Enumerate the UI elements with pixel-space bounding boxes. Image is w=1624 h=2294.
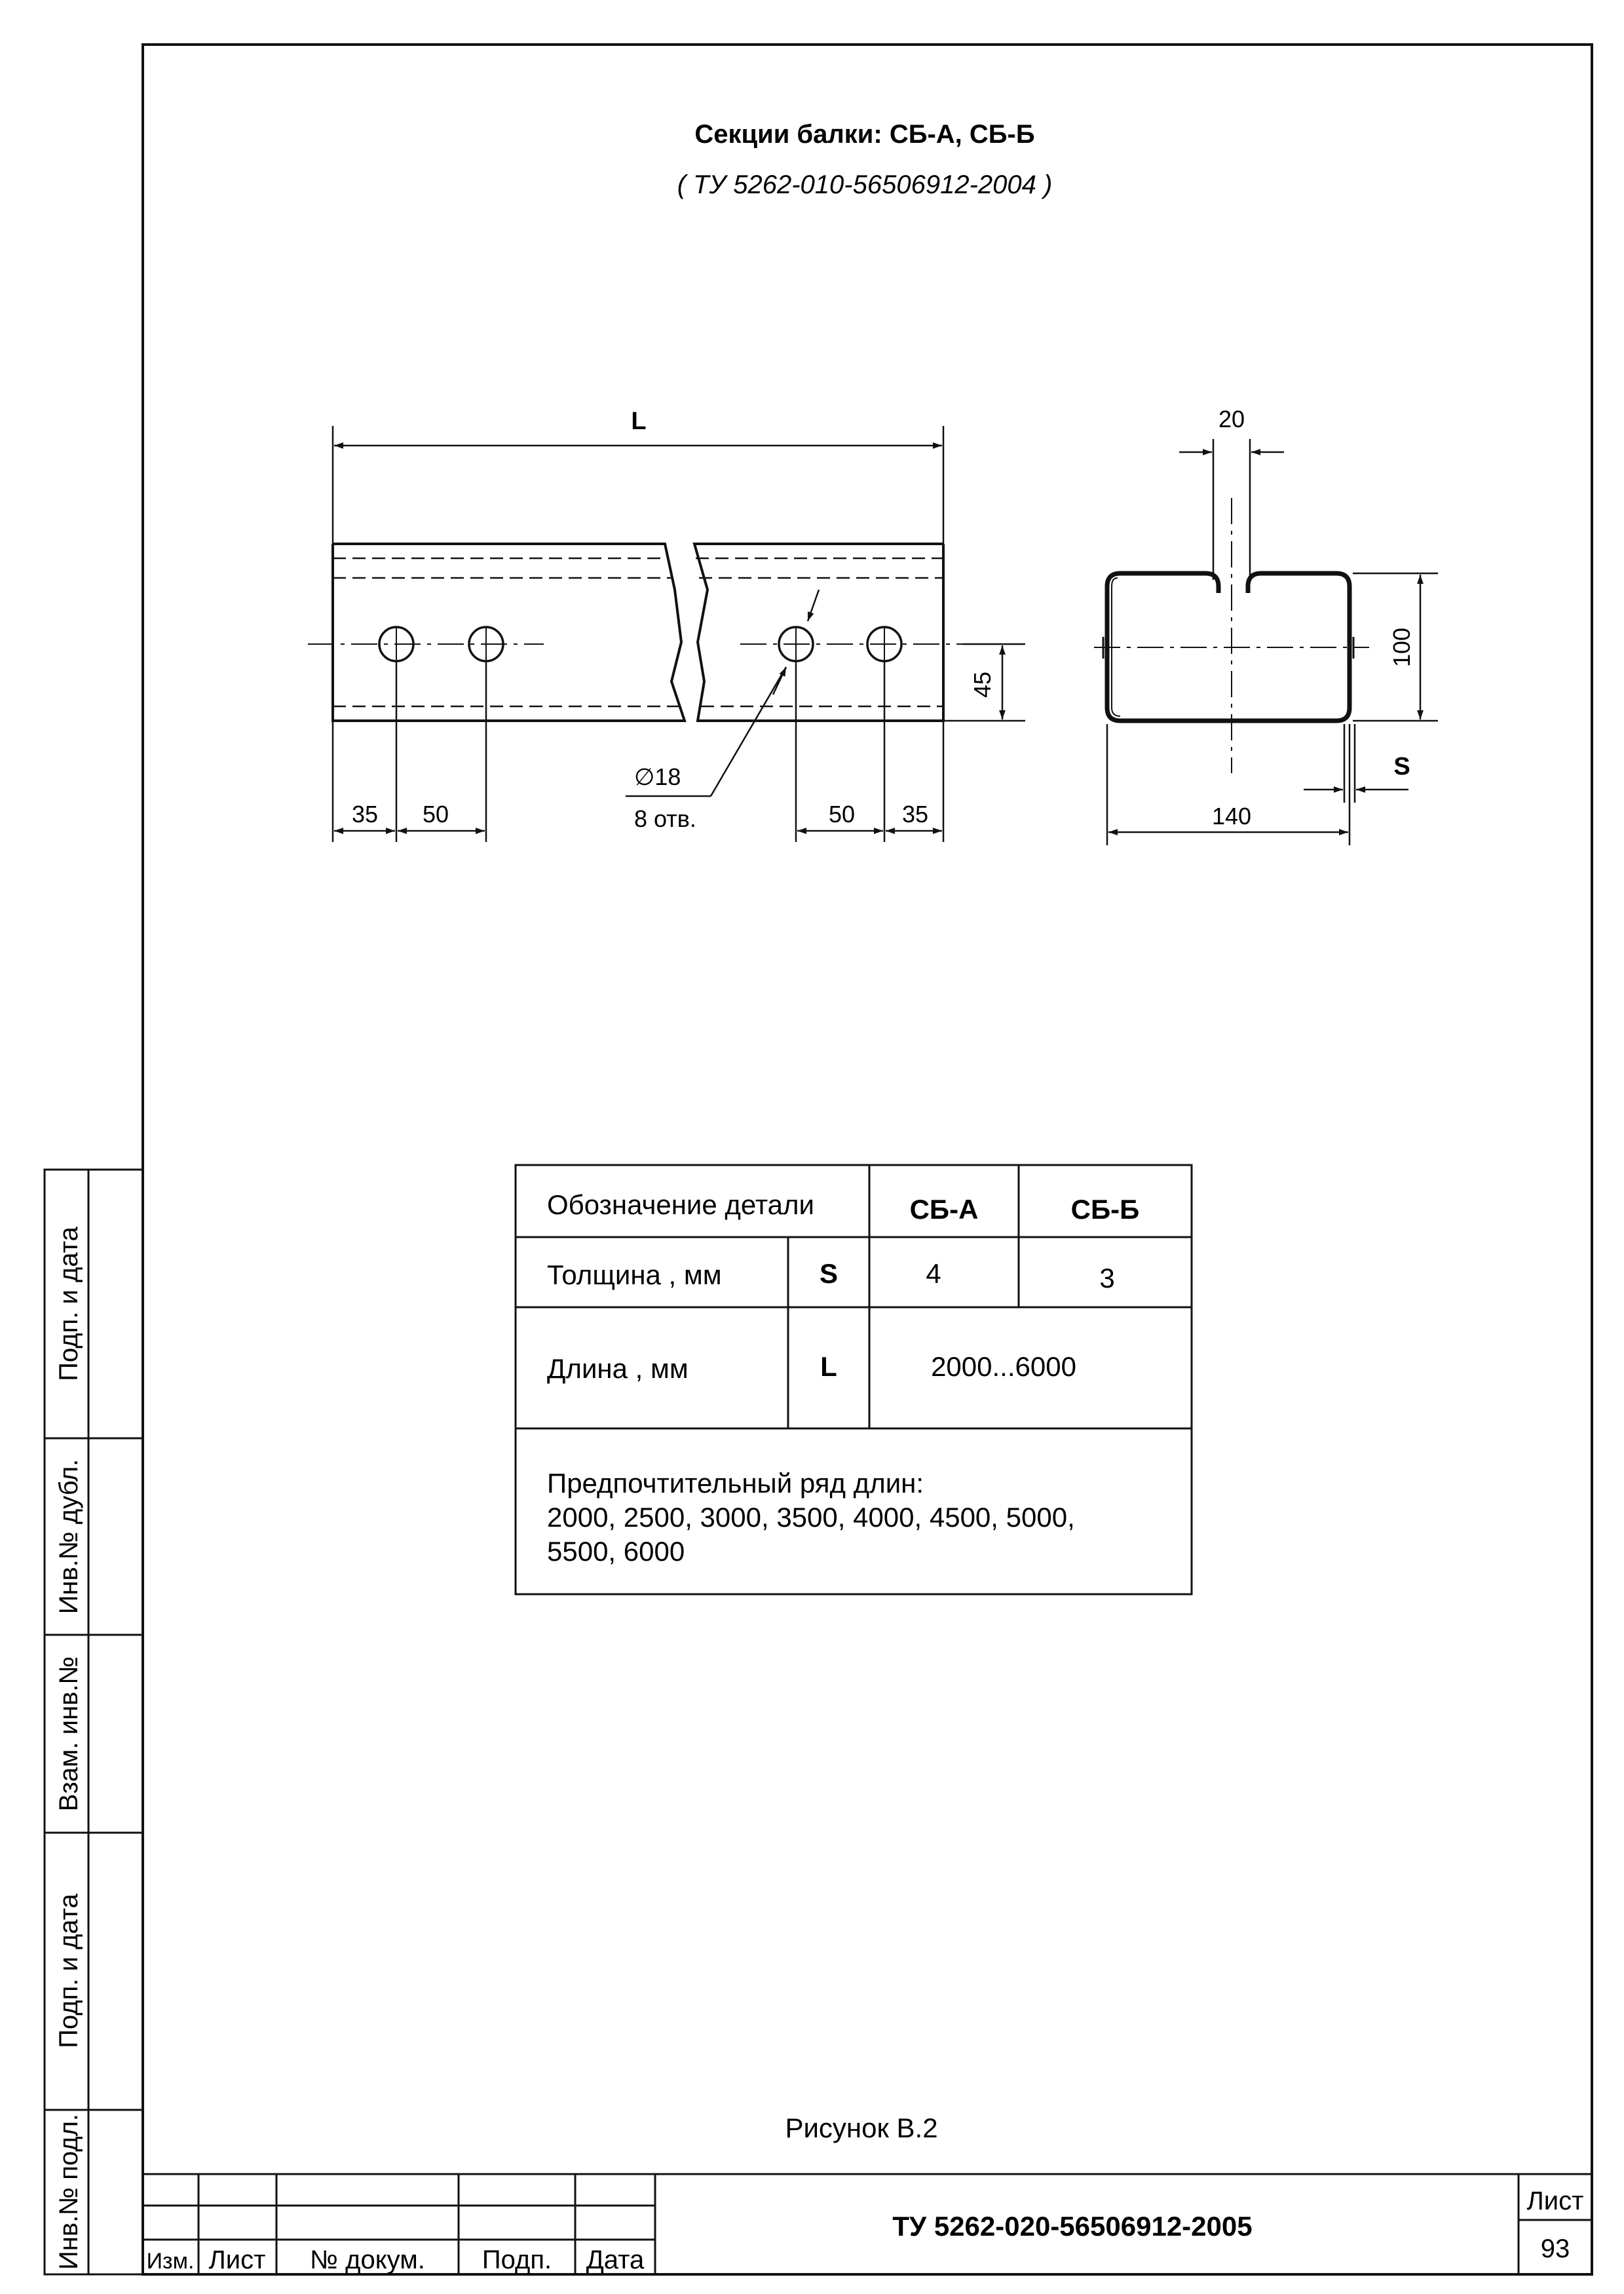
stamp-col-change: Изм. [147, 2249, 195, 2274]
dim-35-right: 35 [902, 801, 928, 828]
beam-hidden-lines [333, 557, 943, 708]
stamp-col-sheet: Лист [209, 2246, 266, 2274]
dim-thickness [1304, 724, 1408, 803]
side-label-original-inv: Инв.№ подл. [54, 2114, 83, 2270]
beam-side-view: L 45 35 50 50 35 [308, 408, 1025, 842]
beam-outline [331, 543, 945, 722]
dim-length [331, 426, 945, 544]
stamp-grid [143, 2173, 1592, 2274]
dim-width [1106, 724, 1351, 845]
dim-bottom-right [795, 662, 945, 842]
dim-35-left: 35 [352, 801, 378, 828]
side-label-sign-date-2: Подп. и дата [54, 1893, 83, 2048]
table-thickness-symbol: S [820, 1258, 838, 1289]
dim-width-label: 140 [1212, 803, 1251, 830]
dim-slot [1179, 439, 1284, 580]
side-label-replaced-inv: Взам. инв.№ [54, 1656, 83, 1812]
stamp-sheet-number: 93 [1541, 2234, 1570, 2263]
side-label-dup-inv: Инв.№ дубл. [54, 1459, 83, 1615]
side-strip: Подп. и дата Инв.№ дубл. Взам. инв.№ Под… [43, 1168, 144, 2276]
beam-section-view: 20 100 140 S [1094, 406, 1438, 845]
dim-45-label: 45 [969, 672, 996, 698]
stamp-block: Изм. Лист № докум. Подп. Дата ТУ 5262-02… [143, 2173, 1592, 2274]
table-thickness-sb-b: 3 [1099, 1263, 1114, 1293]
dim-bottom-left [331, 662, 487, 842]
figure-caption: Рисунок В.2 [785, 2112, 937, 2143]
spec-table: Обозначение детали СБ-А СБ-Б Толщина , м… [514, 1164, 1193, 1596]
dim-length-label: L [631, 408, 646, 435]
table-thickness-label: Толщина , мм [547, 1259, 722, 1290]
table-preferred-line-3: 5500, 6000 [547, 1536, 685, 1567]
dim-height [1353, 572, 1438, 722]
stamp-document-code: ТУ 5262-020-56506912-2005 [892, 2211, 1252, 2242]
table-preferred-line-2: 2000, 2500, 3000, 3500, 4000, 4500, 5000… [547, 1502, 1075, 1533]
table-length-label: Длина , мм [547, 1353, 689, 1384]
dim-height-label: 100 [1388, 628, 1415, 667]
stamp-sheet-label: Лист [1527, 2187, 1584, 2215]
dim-thickness-label: S [1393, 753, 1410, 780]
side-label-sign-date-1: Подп. и дата [54, 1226, 83, 1381]
section-centerlines [1094, 498, 1369, 773]
table-length-symbol: L [820, 1351, 837, 1382]
sheet-frame [142, 43, 1593, 2276]
spec-table-grid [514, 1164, 1193, 1596]
page-title: Секции балки: СБ-А, СБ-Б [694, 120, 1034, 149]
stamp-col-signature: Подп. [482, 2246, 552, 2274]
page-subtitle: ( ТУ 5262-010-56506912-2004 ) [677, 170, 1053, 199]
hole-count-label: 8 отв. [634, 805, 696, 832]
stamp-col-date: Дата [586, 2246, 645, 2274]
table-length-range: 2000...6000 [931, 1351, 1076, 1382]
section-weld-marks [1102, 637, 1355, 659]
table-header-designation: Обозначение детали [547, 1189, 814, 1220]
hole-center-marks [396, 627, 885, 661]
dim-50-left: 50 [423, 801, 449, 828]
table-header-sb-b: СБ-Б [1071, 1194, 1140, 1225]
side-strip-grid [43, 1168, 144, 2276]
dim-45 [943, 643, 1025, 722]
table-preferred-line-1: Предпочтительный ряд длин: [547, 1468, 924, 1499]
dim-slot-label: 20 [1218, 406, 1245, 432]
table-header-sb-a: СБ-А [910, 1194, 979, 1225]
hole-leader [626, 589, 820, 797]
stamp-col-doc-number: № докум. [310, 2246, 425, 2274]
dim-50-right: 50 [829, 801, 855, 828]
hole-diameter-label: ∅18 [634, 763, 681, 790]
table-thickness-sb-a: 4 [926, 1258, 941, 1289]
